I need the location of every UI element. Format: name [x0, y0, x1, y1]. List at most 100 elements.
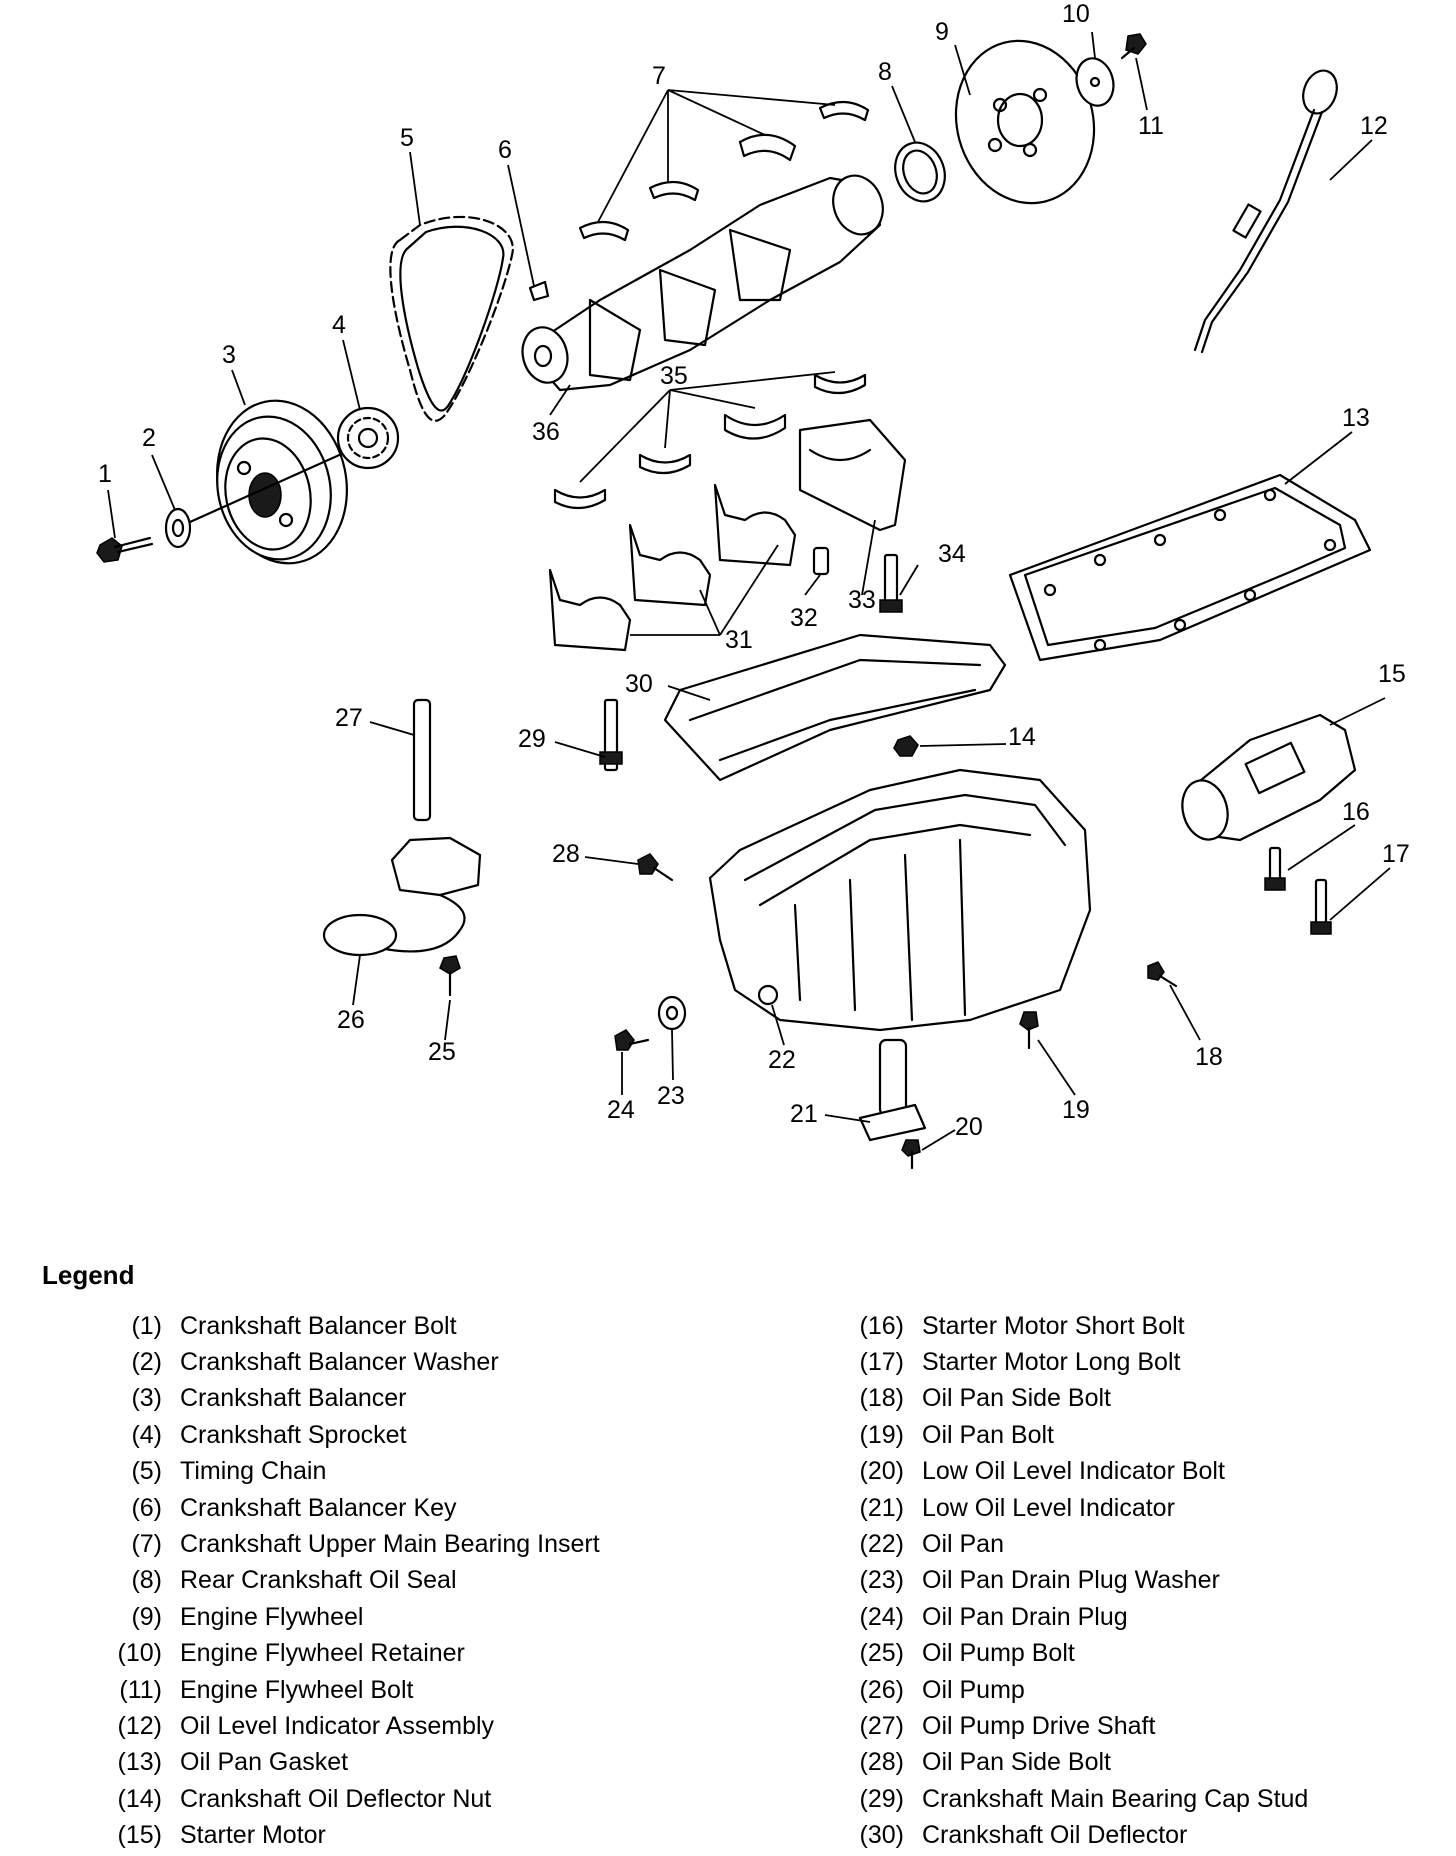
engine-flywheel-bolt-part	[1120, 33, 1147, 60]
oil-pan-side-bolt-28-part	[637, 853, 674, 882]
legend-item-label: Starter Motor Short Bolt	[922, 1311, 1185, 1340]
callout-labels: 1 2 3 4 5 6 7 8 9 10 11 12 13 14 15 16 1…	[98, 0, 1410, 1141]
legend-item-label: Crankshaft Sprocket	[180, 1420, 407, 1449]
legend-item-label: Engine Flywheel Retainer	[180, 1639, 465, 1668]
legend-item-label: Rear Crankshaft Oil Seal	[180, 1566, 457, 1595]
callout-23: 23	[657, 1082, 685, 1110]
legend-item: (30)Crankshaft Oil Deflector	[832, 1817, 1308, 1853]
legend-item-number: (5)	[131, 1457, 162, 1486]
legend-item: (20)Low Oil Level Indicator Bolt	[832, 1454, 1308, 1490]
legend-item: (13)Oil Pan Gasket	[90, 1745, 600, 1781]
callout-5: 5	[400, 124, 414, 152]
oil-pump-part	[322, 836, 482, 957]
legend-item: (9) Engine Flywheel	[90, 1599, 600, 1635]
legend-item-number: (24)	[859, 1602, 904, 1631]
legend-item-number: (25)	[859, 1639, 904, 1668]
legend-item-label: Oil Pan Drain Plug Washer	[922, 1566, 1220, 1595]
callout-12: 12	[1360, 112, 1388, 140]
callout-14: 14	[1008, 723, 1036, 751]
lower-main-bearing-inserts-part	[553, 373, 867, 510]
legend-item: (24) Oil Pan Drain Plug	[832, 1599, 1308, 1635]
legend-item: (19)Oil Pan Bolt	[832, 1417, 1308, 1453]
crankshaft-balancer-part	[188, 399, 397, 565]
engine-flywheel-retainer-part	[1075, 57, 1115, 107]
legend-item-label: Oil Pan Drain Plug	[922, 1602, 1128, 1631]
oil-pan-part	[708, 768, 1092, 1032]
legend-item: (10)Engine Flywheel Retainer	[90, 1636, 600, 1672]
legend-item-number: (29)	[859, 1784, 904, 1813]
callout-36: 36	[532, 418, 560, 446]
legend-item-label: Oil Pump	[922, 1675, 1025, 1704]
callout-17: 17	[1382, 840, 1410, 868]
upper-main-bearing-inserts-part	[578, 100, 870, 242]
legend-item: (27)Oil Pump Drive Shaft	[832, 1708, 1308, 1744]
legend-item-label: Oil Pan	[922, 1530, 1004, 1559]
main-bearing-cap-bolt-part	[879, 553, 903, 613]
legend-item-number: (30)	[859, 1821, 904, 1850]
callout-19: 19	[1062, 1096, 1090, 1124]
legend-item-number: (4)	[131, 1420, 162, 1449]
callout-18: 18	[1195, 1043, 1223, 1071]
legend-item: (7) Crankshaft Upper Main Bearing Insert	[90, 1526, 600, 1562]
exploded-view-diagram: 1 2 3 4 5 6 7 8 9 10 11 12 13 14 15 16 1…	[96, 0, 1410, 1170]
drain-plug-part	[614, 1029, 650, 1051]
legend-item-number: (21)	[859, 1493, 904, 1522]
main-bearing-cap-stud-part	[599, 698, 623, 772]
legend-item-label: Engine Flywheel	[180, 1602, 364, 1631]
callout-33: 33	[848, 586, 876, 614]
starter-motor-part	[1181, 713, 1357, 842]
legend-item: (6)Crankshaft Balancer Key	[90, 1490, 600, 1526]
legend-item-label: Starter Motor	[180, 1821, 326, 1850]
legend-item-label: Crankshaft Main Bearing Cap Stud	[922, 1784, 1309, 1813]
callout-24: 24	[607, 1096, 635, 1124]
legend-item-label: Crankshaft Upper Main Bearing Insert	[180, 1530, 600, 1559]
legend-item-label: Starter Motor Long Bolt	[922, 1348, 1181, 1377]
crankshaft-part	[521, 174, 884, 392]
dowel-pin-part	[812, 546, 830, 576]
legend-item-label: Oil Pan Side Bolt	[922, 1748, 1111, 1777]
legend-item-number: (11)	[119, 1675, 162, 1704]
rear-crankshaft-oil-seal-part	[894, 141, 946, 203]
legend-item: (22)Oil Pan	[832, 1526, 1308, 1562]
oil-level-indicator-assembly-part	[1193, 69, 1338, 354]
callout-1: 1	[98, 460, 112, 488]
oil-pan-bolt-part	[1019, 1011, 1039, 1050]
legend-item-label: Oil Pump Drive Shaft	[922, 1711, 1156, 1740]
legend-item: (5)Timing Chain	[90, 1454, 600, 1490]
legend-item: (8)Rear Crankshaft Oil Seal	[90, 1563, 600, 1599]
oil-pump-drive-shaft-part	[412, 698, 432, 822]
legend-item-number: (17)	[859, 1348, 904, 1377]
legend-item-number: (13)	[117, 1748, 162, 1777]
oil-pan-gasket-part	[1008, 473, 1372, 662]
legend-item: (11) Engine Flywheel Bolt	[90, 1672, 600, 1708]
main-bearing-caps-part	[548, 483, 797, 652]
callout-32: 32	[790, 604, 818, 632]
oil-pump-bolt-part	[439, 955, 461, 997]
callout-20: 20	[955, 1113, 983, 1141]
callout-28: 28	[552, 840, 580, 868]
legend-item-label: Engine Flywheel Bolt	[180, 1675, 414, 1704]
legend-item-number: (26)	[859, 1675, 904, 1704]
legend-item-number: (2)	[131, 1348, 162, 1377]
low-oil-level-indicator-bolt-part	[901, 1139, 921, 1170]
legend-item-number: (23)	[859, 1566, 904, 1595]
legend-item-label: Crankshaft Balancer Bolt	[180, 1311, 457, 1340]
legend-item: (12)Oil Level Indicator Assembly	[90, 1708, 600, 1744]
legend-item: (23) Oil Pan Drain Plug Washer	[832, 1563, 1308, 1599]
legend-item-number: (7)	[131, 1530, 162, 1559]
legend-item-number: (9)	[131, 1602, 162, 1631]
legend-item: (26) Oil Pump	[832, 1672, 1308, 1708]
callout-3: 3	[222, 341, 236, 369]
callout-27: 27	[335, 704, 363, 732]
timing-chain-part	[389, 215, 514, 422]
legend-item-number: (1)	[131, 1311, 162, 1340]
callout-29: 29	[518, 725, 546, 753]
callout-6: 6	[498, 136, 512, 164]
callout-2: 2	[142, 424, 156, 452]
legend-right-column: (16)Starter Motor Short Bolt (17)Starter…	[832, 1308, 1309, 1854]
crankshaft-oil-deflector-part	[663, 633, 1007, 782]
legend-item-label: Low Oil Level Indicator Bolt	[922, 1457, 1225, 1486]
legend-item: (2)Crankshaft Balancer Washer	[90, 1344, 600, 1380]
crankshaft-balancer-bolt-part	[96, 536, 154, 563]
callout-15: 15	[1378, 660, 1406, 688]
